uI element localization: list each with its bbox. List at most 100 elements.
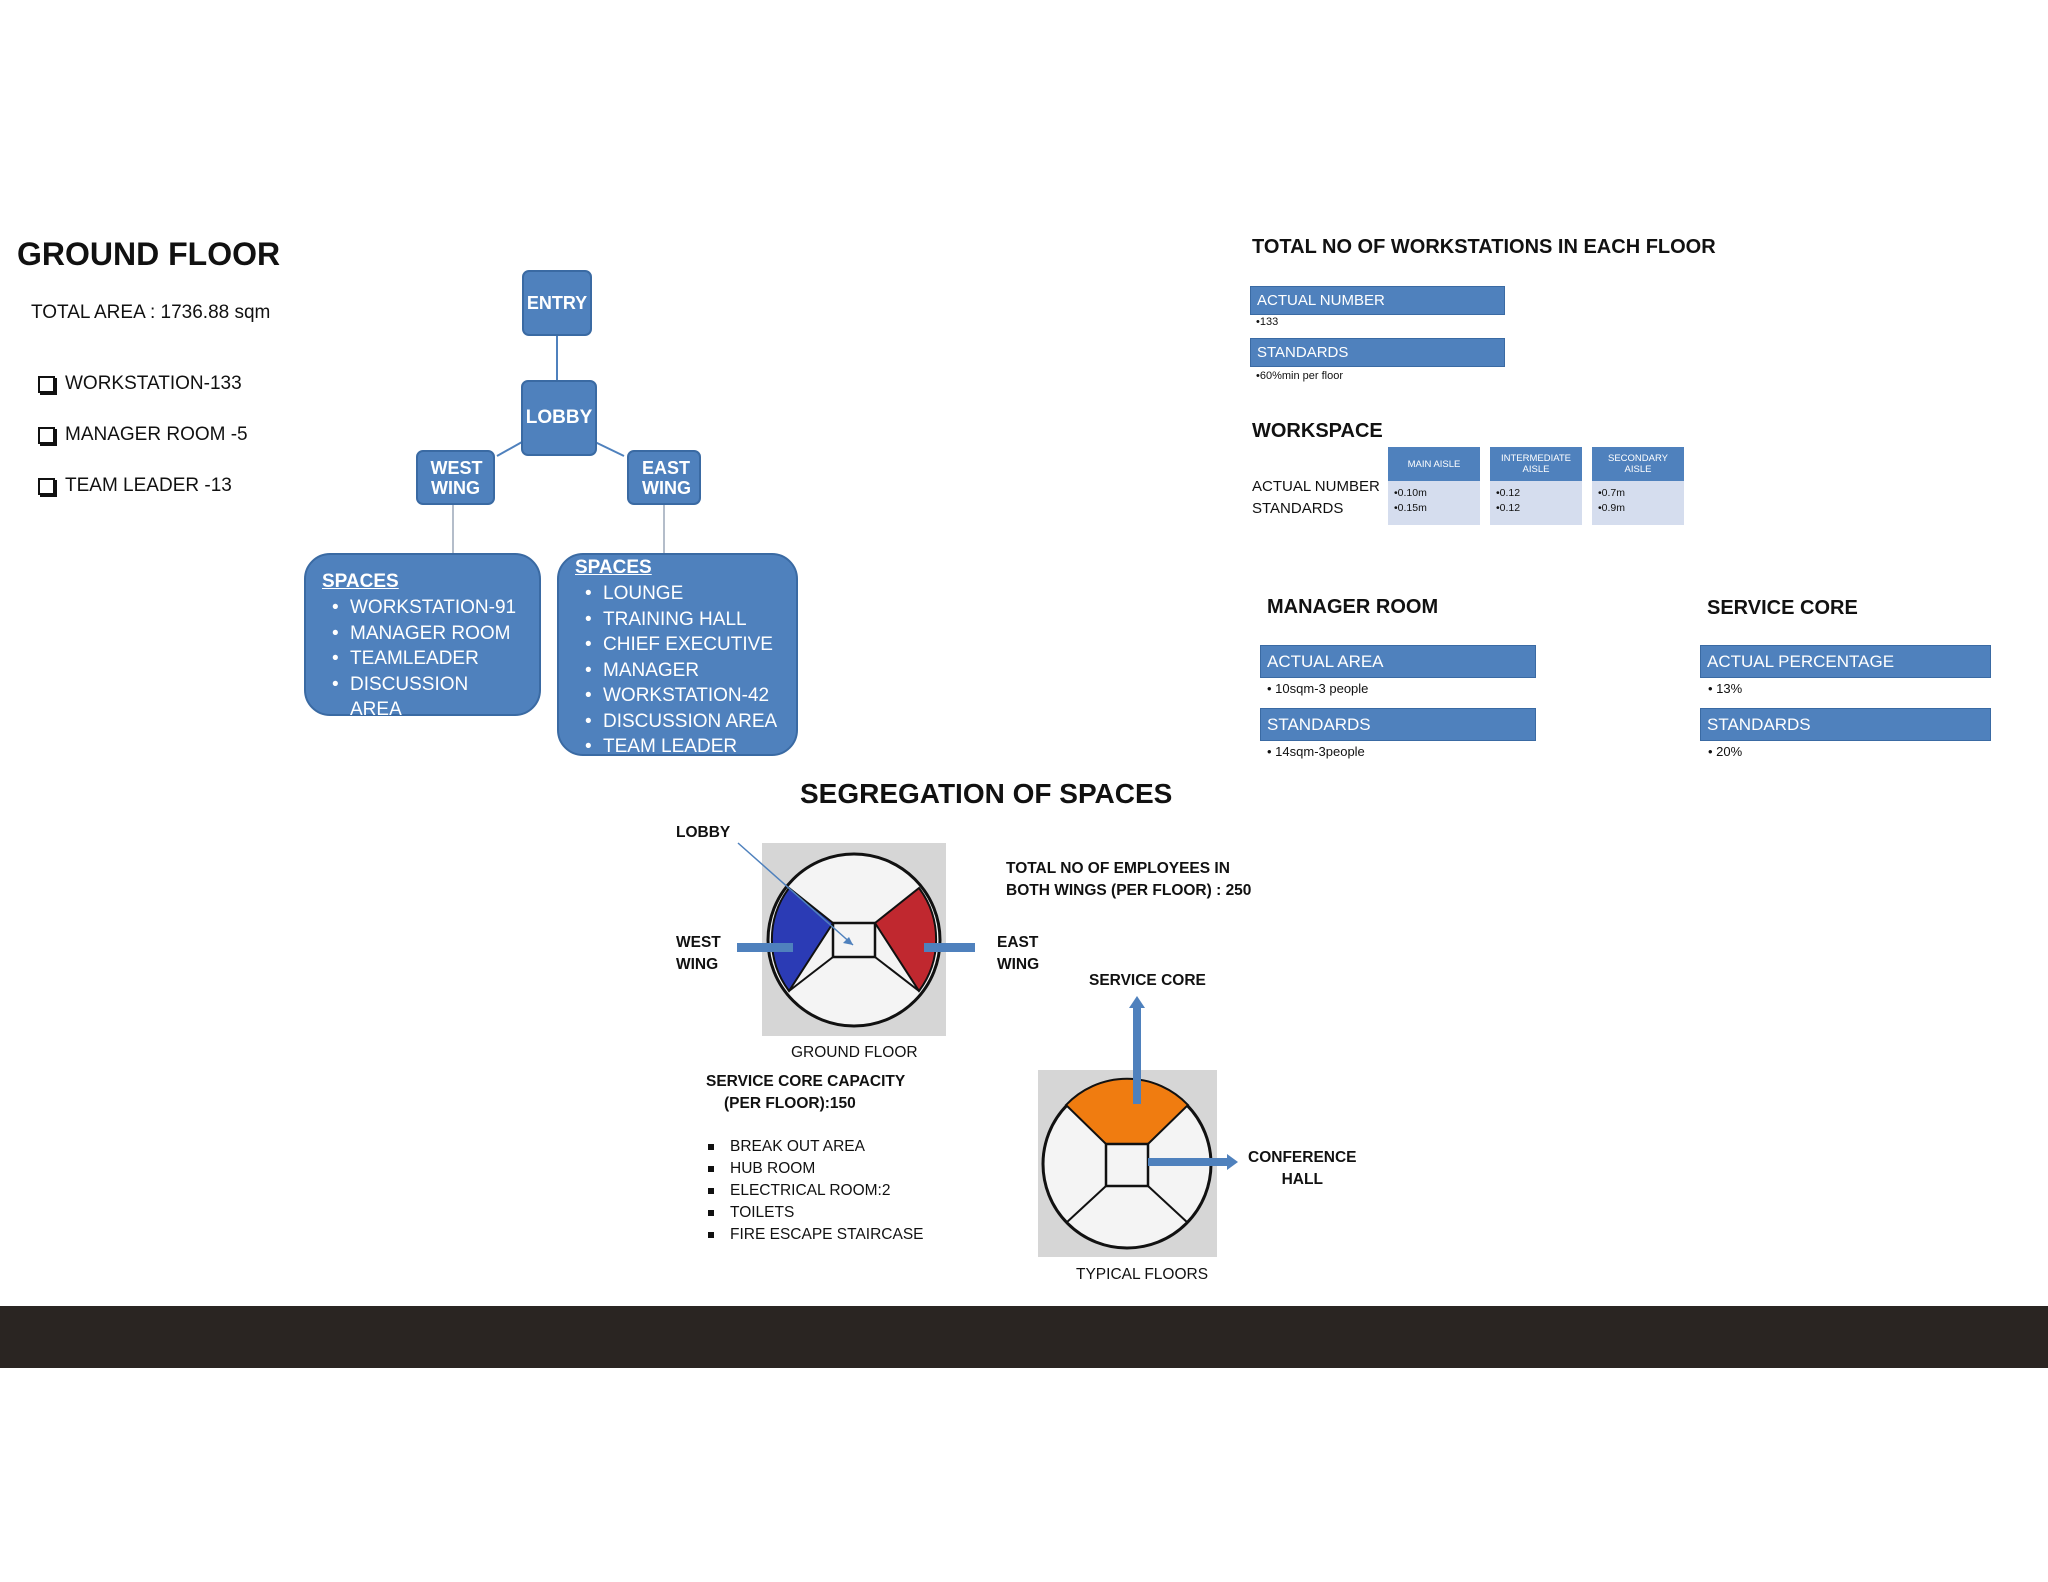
list-item: TRAINING HALL <box>585 607 780 633</box>
manager-room-actual-value: • 10sqm-3 people <box>1267 681 1369 696</box>
west-spaces-box: SPACES WORKSTATION-91 MANAGER ROOM TEAML… <box>304 553 541 720</box>
workstations-standards-value: •60%min per floor <box>1256 370 1344 382</box>
list-item: LOUNGE <box>585 581 780 607</box>
table-cell: •0.7m <box>1598 487 1626 499</box>
total-area: TOTAL AREA : 1736.88 sqm <box>31 302 271 323</box>
list-item: DISCUSSION AREA <box>585 709 780 735</box>
typical-floors-caption: TYPICAL FLOORS <box>1076 1266 1209 1283</box>
checklist-label: MANAGER ROOM -5 <box>65 424 248 445</box>
checkbox-icon <box>38 375 55 393</box>
workspace-column-main-aisle: MAIN AISLE •0.10m •0.15m <box>1388 447 1480 525</box>
column-header-text: SECONDARY AISLE <box>1607 453 1668 475</box>
workspace-row-standards: STANDARDS <box>1252 500 1344 517</box>
checklist-item-workstation: WORKSTATION-133 <box>38 373 242 395</box>
checkbox-icon <box>38 477 55 495</box>
list-item: DISCUSSION AREA <box>332 672 523 723</box>
west-spaces-list: WORKSTATION-91 MANAGER ROOM TEAMLEADER D… <box>322 595 523 723</box>
manager-room-actual-bar: ACTUAL AREA <box>1260 645 1536 678</box>
typical-floors-plan-image <box>1038 1070 1217 1257</box>
list-item: BREAK OUT AREA <box>706 1136 924 1158</box>
total-employees-label: TOTAL NO OF EMPLOYEES IN BOTH WINGS (PER… <box>1006 858 1251 902</box>
west-wing-node: WEST WING <box>416 450 495 505</box>
east-wing-node: EAST WING <box>627 450 701 505</box>
list-item: TEAMLEADER <box>332 646 523 672</box>
workstations-standards-bar: STANDARDS <box>1250 338 1505 367</box>
table-cell: •0.12 <box>1496 487 1521 499</box>
east-wing-label: EAST WING <box>997 932 1039 976</box>
ground-floor-caption: GROUND FLOOR <box>791 1044 918 1061</box>
ground-floor-title: GROUND FLOOR <box>17 236 281 272</box>
list-item: TOILETS <box>706 1202 924 1224</box>
workspace-column-secondary-aisle: SECONDARY AISLE •0.7m •0.9m <box>1592 447 1684 525</box>
manager-room-title: MANAGER ROOM <box>1267 596 1439 618</box>
east-spaces-box: SPACES LOUNGE TRAINING HALL CHIEF EXECUT… <box>557 553 798 759</box>
label-line: TOTAL NO OF EMPLOYEES IN <box>1006 860 1230 877</box>
workspace-column-intermediate-aisle: INTERMEDIATE AISLE •0.12 •0.12 <box>1490 447 1582 525</box>
value-text: 14sqm-3people <box>1275 744 1365 759</box>
entry-node: ENTRY <box>522 270 592 336</box>
list-item: WORKSTATION-42 <box>585 683 780 709</box>
label-line: SERVICE CORE CAPACITY <box>706 1073 906 1090</box>
label-line: HALL <box>1281 1171 1323 1188</box>
ground-floor-plan-image <box>762 843 946 1036</box>
list-item: TEAM LEADER <box>585 734 780 760</box>
value-text: 13% <box>1716 681 1743 696</box>
east-spaces-list: LOUNGE TRAINING HALL CHIEF EXECUTIVE MAN… <box>575 581 780 760</box>
list-item: MANAGER <box>585 658 780 684</box>
workspace-row-actual: ACTUAL NUMBER <box>1252 478 1380 495</box>
checklist-item-manager-room: MANAGER ROOM -5 <box>38 424 248 446</box>
label-line: WING <box>676 956 719 973</box>
value-text: 10sqm-3 people <box>1275 681 1369 696</box>
west-spaces-heading: SPACES <box>322 571 399 592</box>
service-core-actual-bar: ACTUAL PERCENTAGE <box>1700 645 1991 678</box>
column-header: MAIN AISLE <box>1388 447 1480 481</box>
west-wing-label: WEST WING <box>430 457 483 498</box>
service-core-title: SERVICE CORE <box>1707 597 1858 619</box>
workstations-actual-value: •133 <box>1256 316 1279 328</box>
service-core-standards-bar: STANDARDS <box>1700 708 1991 741</box>
east-spaces-heading: SPACES <box>575 557 652 578</box>
label-line: CONFERENCE <box>1248 1149 1357 1166</box>
list-item: FIRE ESCAPE STAIRCASE <box>706 1224 924 1246</box>
label-line: BOTH WINGS (PER FLOOR) : 250 <box>1006 882 1252 899</box>
lobby-node: LOBBY <box>521 380 597 456</box>
lobby-label: LOBBY <box>676 824 731 841</box>
label-line: WEST <box>676 934 721 951</box>
service-core-label: SERVICE CORE <box>1089 972 1206 989</box>
table-cell: •0.12 <box>1496 502 1521 514</box>
manager-room-standards-bar: STANDARDS <box>1260 708 1536 741</box>
workspace-title: WORKSPACE <box>1252 420 1383 442</box>
column-header-text: INTERMEDIATE AISLE <box>1500 453 1572 475</box>
label-line: (PER FLOOR):150 <box>724 1095 856 1112</box>
list-item: MANAGER ROOM <box>332 621 523 647</box>
footer-bar <box>0 1306 2048 1368</box>
manager-room-standards-value: • 14sqm-3people <box>1267 744 1365 759</box>
checklist-label: TEAM LEADER -13 <box>65 475 232 496</box>
workstations-title: TOTAL NO OF WORKSTATIONS IN EACH FLOOR <box>1252 236 1716 258</box>
label-line: EAST <box>997 934 1039 951</box>
checkbox-icon <box>38 426 55 444</box>
table-cell: •0.10m <box>1394 487 1427 499</box>
workstations-actual-bar: ACTUAL NUMBER <box>1250 286 1505 315</box>
service-core-capacity: SERVICE CORE CAPACITY (PER FLOOR):150 <box>706 1071 905 1115</box>
value-text: 20% <box>1716 744 1743 759</box>
service-core-actual-value: • 13% <box>1708 681 1743 696</box>
conference-hall-label: CONFERENCE HALL <box>1248 1147 1357 1191</box>
list-item: CHIEF EXECUTIVE <box>585 632 780 658</box>
service-core-standards-value: • 20% <box>1708 744 1743 759</box>
checklist-item-team-leader: TEAM LEADER -13 <box>38 475 232 497</box>
capacity-list: BREAK OUT AREA HUB ROOM ELECTRICAL ROOM:… <box>706 1136 924 1246</box>
list-item: ELECTRICAL ROOM:2 <box>706 1180 924 1202</box>
column-header: SECONDARY AISLE <box>1592 447 1684 481</box>
list-item: WORKSTATION-91 <box>332 595 523 621</box>
east-wing-label: EAST WING <box>642 457 691 498</box>
label-line: WING <box>997 956 1040 973</box>
table-cell: •0.9m <box>1598 502 1626 514</box>
segregation-title: SEGREGATION OF SPACES <box>800 778 1173 809</box>
list-item: HUB ROOM <box>706 1158 924 1180</box>
checklist-label: WORKSTATION-133 <box>65 373 242 394</box>
west-wing-label: WEST WING <box>676 932 721 976</box>
